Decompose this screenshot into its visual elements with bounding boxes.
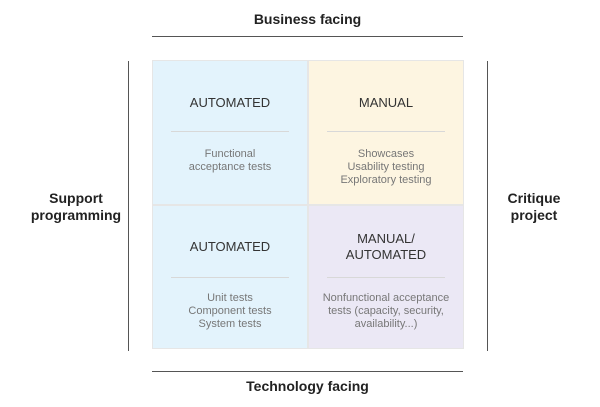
quadrant-divider [327, 277, 445, 278]
critique-project-label: Critique project [507, 190, 561, 223]
left-axis-line [128, 61, 129, 351]
quadrant-divider [327, 131, 445, 132]
quadrant-automated-functional: AUTOMATED Functional acceptance tests [152, 60, 308, 205]
quadrant-title: AUTOMATED [189, 239, 271, 254]
quadrant-manual-exploratory: MANUAL Showcases Usability testing Explo… [308, 60, 464, 205]
top-axis-line [152, 36, 463, 37]
quadrant-title: AUTOMATED [189, 95, 271, 110]
quadrant-automated-unit: AUTOMATED Unit tests Component tests Sys… [152, 205, 308, 349]
quadrant-body: Showcases Usability testing Exploratory … [340, 148, 432, 186]
bottom-axis-line [152, 371, 463, 372]
quadrant-body: Functional acceptance tests [188, 148, 272, 173]
quadrant-title: MANUAL [358, 95, 414, 110]
business-facing-label: Business facing [253, 11, 362, 27]
quadrant-body: Unit tests Component tests System tests [188, 292, 272, 330]
quadrant-manual-automated-nonfunctional: MANUAL/ AUTOMATED Nonfunctional acceptan… [308, 205, 464, 349]
quadrant-title: MANUAL/ AUTOMATED [345, 231, 427, 262]
support-programming-label: Support programming [30, 190, 122, 223]
right-axis-line [487, 61, 488, 351]
quadrant-divider [171, 277, 289, 278]
technology-facing-label: Technology facing [246, 378, 369, 394]
quadrant-body: Nonfunctional acceptance tests (capacity… [322, 292, 450, 330]
quadrant-divider [171, 131, 289, 132]
